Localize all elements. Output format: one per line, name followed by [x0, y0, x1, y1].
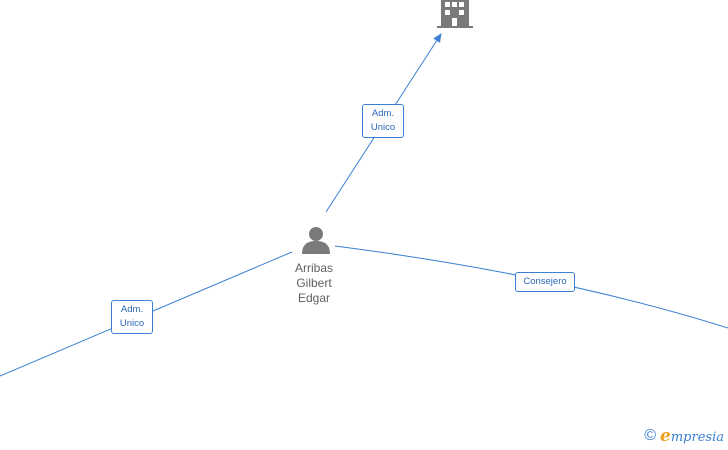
- person-name-line-2: Gilbert: [296, 276, 332, 290]
- brand-watermark: © empresia: [644, 426, 724, 446]
- edge-label-left-line-2: Unico: [119, 318, 145, 329]
- brand-logo: empresia: [660, 426, 724, 446]
- brand-logo-rest: mpresia: [670, 430, 724, 445]
- edge-label-top-line-1: Adm.: [371, 108, 395, 119]
- edge-label-right[interactable]: Consejero: [515, 272, 575, 292]
- edge-label-top[interactable]: Adm. Unico: [362, 104, 404, 138]
- edge-label-right-line-1: Consejero: [523, 276, 567, 287]
- building-icon[interactable]: [437, 0, 473, 28]
- person-name[interactable]: Arribas Gilbert Edgar: [274, 261, 354, 306]
- brand-logo-initial: e: [660, 426, 671, 446]
- person-name-line-3: Edgar: [297, 291, 331, 305]
- edge-label-top-line-2: Unico: [370, 122, 396, 133]
- copyright-icon: ©: [644, 427, 657, 444]
- edge-label-left-line-1: Adm.: [120, 304, 144, 315]
- person-name-line-1: Arribas: [294, 261, 333, 275]
- edge-label-left[interactable]: Adm. Unico: [111, 300, 153, 334]
- person-icon[interactable]: [302, 227, 330, 254]
